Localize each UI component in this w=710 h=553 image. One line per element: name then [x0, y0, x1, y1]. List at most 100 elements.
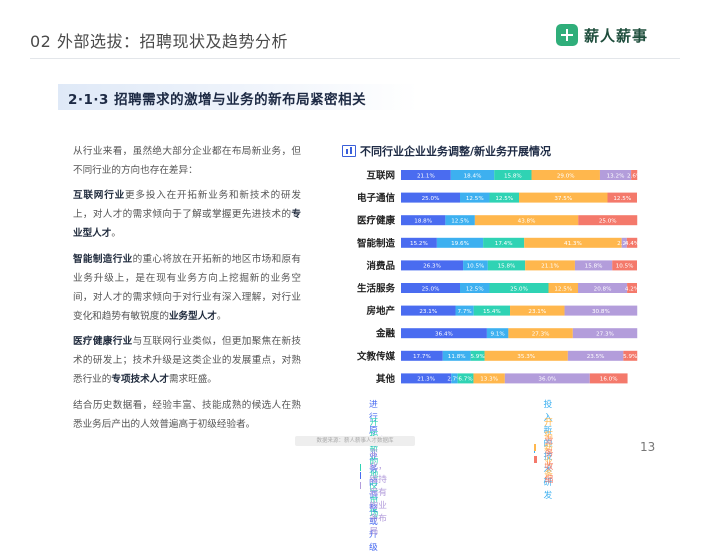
bar-segment [494, 170, 532, 180]
legend-item: 没有变化，维持现有的业务布局 [360, 433, 393, 537]
bar-value-label: 18.4% [464, 173, 482, 179]
bar-value-label: 15.4% [483, 309, 501, 315]
bar-segment [504, 373, 590, 384]
bar-segment [612, 260, 637, 271]
category-label: 互联网 [366, 170, 395, 182]
bar-segment [623, 350, 638, 361]
bar-segment [572, 328, 638, 339]
legend-swatch [534, 444, 537, 451]
bar-segment [589, 373, 628, 384]
bar-value-label: 2.7% [447, 377, 461, 383]
paragraph-text: 。 [216, 311, 227, 322]
header-divider [30, 58, 680, 59]
bar-segment [401, 350, 443, 361]
bar-segment [531, 170, 600, 180]
page-header-title: 02 外部选拔：招聘现状及趋势分析 [30, 32, 288, 51]
category-label: 房地产 [366, 305, 395, 317]
chart-title: 不同行业企业业务调整/新业务开展情况 [360, 145, 552, 158]
bar-value-label: 12.5% [613, 196, 631, 202]
section-title-background [58, 84, 418, 110]
bar-value-label: 7.7% [457, 309, 471, 315]
bar-segment [451, 373, 458, 384]
bar-value-label: 5.9% [623, 354, 637, 360]
bar-segment [508, 328, 573, 339]
bar-value-label: 5.9% [470, 354, 484, 360]
bar-segment [524, 237, 622, 248]
paragraph-text: 更多投入在开拓新业务和新技术的研发上，对人才的需求倾向于了解或掌握更先进技术的 [73, 190, 302, 220]
bar-segment [567, 350, 624, 361]
bar-segment [474, 215, 579, 226]
bar-value-label: 27.3% [532, 332, 550, 338]
legend-label: 开拓新业务 [544, 418, 553, 480]
bar-value-label: 6.7% [458, 377, 472, 383]
bar-segment [401, 283, 460, 293]
bar-segment [519, 192, 608, 203]
bar-segment [631, 170, 638, 180]
bar-value-label: 27.3% [596, 332, 614, 338]
brand-logo: 薪人薪事 [556, 24, 648, 46]
bar-value-label: 15.2% [410, 241, 428, 247]
bar-segment [460, 283, 490, 293]
section-title: 2·1·3 招聘需求的激增与业务的新布局紧密相关 [68, 92, 367, 108]
category-label: 生活服务 [357, 283, 396, 295]
bar-value-label: 25.0% [510, 286, 528, 292]
bar-segment [401, 192, 460, 203]
bar-segment [436, 237, 484, 248]
paragraph-text: 需求旺盛。 [168, 374, 217, 385]
bar-value-label: 12.5% [554, 286, 572, 292]
bar-segment [401, 305, 456, 316]
bar-segment [489, 283, 549, 293]
intro-paragraph: 从行业来看，虽然绝大部分企业都在布局新业务，但不同行业的方向也存在差异： [73, 146, 301, 176]
bar-segment [627, 283, 637, 293]
bar-value-label: 23.5% [587, 354, 605, 360]
page-number: 13 [640, 440, 656, 454]
legend-swatch [360, 471, 361, 479]
category-label: 文教传媒 [356, 350, 396, 362]
bar-segment [450, 170, 495, 180]
bar-segment [460, 192, 490, 203]
paragraph-text: 。 [111, 228, 121, 239]
bar-value-label: 15.8% [504, 173, 522, 179]
bar-value-label: 4.4% [625, 241, 639, 247]
bar-segment [487, 260, 526, 271]
bar-segment [578, 283, 628, 293]
bar-value-label: 36.4% [435, 332, 453, 338]
bar-value-label: 12.5% [466, 196, 484, 202]
bar-segment [574, 260, 613, 271]
bar-segment [401, 170, 451, 180]
bar-value-label: 21.1% [417, 173, 435, 179]
bar-value-label: 17.7% [413, 354, 431, 360]
bar-value-label: 12.5% [495, 196, 513, 202]
bar-value-label: 25.0% [422, 196, 440, 202]
bar-segment [445, 215, 475, 226]
bar-value-label: 30.8% [592, 309, 610, 315]
bar-value-label: 21.3% [417, 377, 435, 383]
bar-value-label: 19.6% [451, 241, 469, 247]
bar-value-label: 4.2% [625, 286, 639, 292]
bar-segment [483, 237, 525, 248]
brand-logo-icon [556, 24, 578, 46]
bar-value-label: 23.1% [419, 309, 437, 315]
bar-value-label: 35.3% [517, 354, 535, 360]
legend-item: 开拓新业务 [534, 415, 558, 480]
paragraph-text: 的重心将放在开拓新的地区市场和原有业务升级上，是在现有业务方向上挖掘新的业务空间… [73, 254, 302, 322]
bar-segment [401, 237, 437, 248]
category-label: 医疗健康 [357, 215, 396, 227]
bar-segment [621, 237, 627, 248]
bar-value-label: 25.0% [422, 286, 440, 292]
legend-swatch [534, 455, 537, 463]
bar-value-label: 20.8% [594, 286, 612, 292]
bar-segment [455, 305, 474, 316]
data-source-note: 数据来源：薪人薪事人才数据库 [295, 436, 415, 446]
paragraph-highlight: 专项技术人才 [111, 374, 169, 385]
category-label: 智能制造 [357, 237, 396, 249]
paragraph-highlight: 业务型人才 [168, 311, 217, 322]
bar-segment [401, 373, 452, 384]
manufacturing-industry-paragraph: 智能制造行业的重心将放在开拓新的地区市场和原有业务升级上，是在现有业务方向上挖掘… [73, 250, 301, 326]
bar-value-label: 2.6% [627, 173, 641, 179]
legend-item: 业务收缩 [534, 433, 558, 485]
bar-segment [607, 192, 637, 203]
legend-swatch [360, 463, 362, 471]
bar-value-label: 10.5% [467, 264, 485, 270]
paragraph-highlight: 专业型人才 [73, 209, 301, 239]
